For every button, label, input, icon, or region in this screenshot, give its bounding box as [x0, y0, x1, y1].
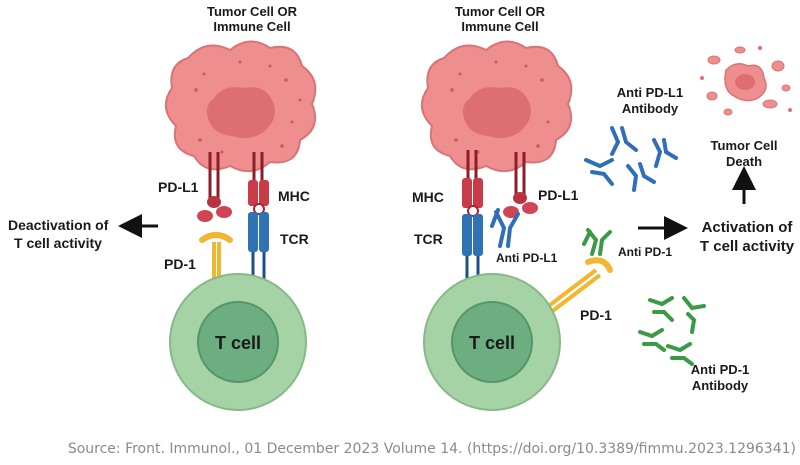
right-tcr-label: TCR — [414, 231, 443, 247]
left-pd-1-label: PD-1 — [164, 256, 196, 272]
right-bound-anti-pd-l1 — [490, 208, 520, 248]
source-citation: Source: Front. Immunol., 01 December 202… — [68, 441, 796, 457]
right-anti-pd-l1-small-label: Anti PD-L1 — [496, 251, 558, 265]
tumor-cell-fragments — [700, 46, 792, 116]
left-mhc — [248, 180, 258, 206]
right-t-cell-label: T cell — [469, 333, 515, 353]
anti-pd-l1-antibody-label-line1: Anti PD-L1 — [617, 85, 683, 100]
left-t-cell-label: T cell — [215, 333, 261, 353]
left-outcome-line2: T cell activity — [14, 235, 102, 251]
right-top-label-line2: Immune Cell — [461, 19, 538, 34]
left-tumor-granules — [194, 60, 302, 154]
left-top-label-line1: Tumor Cell OR — [207, 4, 298, 19]
right-pd-l1-lobe — [503, 206, 519, 218]
right-tumor-granules — [450, 60, 550, 154]
right-pd-1 — [585, 257, 613, 273]
right-t-cell-nucleus — [451, 301, 533, 383]
left-tcr-label: TCR — [280, 231, 309, 247]
left-mhc-label: MHC — [278, 188, 310, 204]
left-top-label-line2: Immune Cell — [213, 19, 290, 34]
anti-pd-l1-antibody-label-line2: Antibody — [622, 101, 679, 116]
right-mhc — [462, 178, 472, 208]
death-label-line1: Tumor Cell — [711, 138, 778, 153]
right-anti-pd-1-small-label: Anti PD-1 — [618, 245, 672, 259]
right-tcr — [462, 214, 472, 256]
anti-pd-1-antibody-label-line1: Anti PD-1 — [691, 362, 750, 377]
left-outcome-line1: Deactivation of — [8, 217, 109, 233]
right-outcome-line1: Activation of — [702, 219, 794, 236]
right-mhc-label: MHC — [412, 189, 444, 205]
right-pd-l1-label: PD-L1 — [538, 187, 579, 203]
right-bound-anti-pd-1 — [582, 228, 612, 256]
left-tumor-nucleus — [206, 87, 275, 138]
left-tcr — [248, 212, 258, 252]
left-pd-1 — [199, 232, 233, 243]
left-pd-l1-lobe — [197, 210, 213, 222]
right-pd-1-label: PD-1 — [580, 307, 612, 323]
left-panel: Tumor Cell OR Immune Cell PD-L1 PD-1 — [8, 4, 317, 411]
right-panel: Tumor Cell OR Immune Cell MHC TCR PD-L1 — [412, 4, 795, 411]
left-t-cell-nucleus — [197, 301, 279, 383]
death-label-line2: Death — [726, 154, 762, 169]
anti-pd-1-antibody-label-line2: Antibody — [692, 378, 749, 393]
right-top-label-line1: Tumor Cell OR — [455, 4, 546, 19]
anti-pd-l1-antibody-cluster — [584, 126, 678, 192]
left-pd-l1-label: PD-L1 — [158, 179, 199, 195]
right-outcome-line2: T cell activity — [700, 238, 795, 255]
right-tumor-nucleus — [462, 87, 531, 138]
anti-pd-1-antibody-cluster — [638, 296, 706, 366]
